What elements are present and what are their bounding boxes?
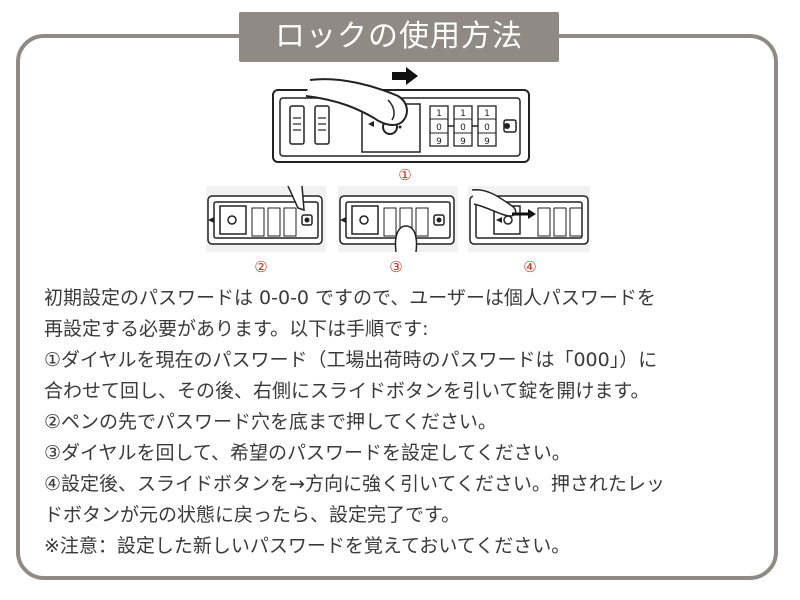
step-label-4: ④ [523,258,537,276]
step-label-3: ③ [389,258,403,276]
svg-text:1: 1 [436,109,442,119]
svg-text:9: 9 [484,137,490,147]
instruction-line: ドボタンが元の状態に戻ったら、設定完了です。 [44,504,461,526]
lock-illustration-step3 [338,186,458,252]
svg-text:0: 0 [484,123,490,133]
lock-illustration-step2 [206,186,326,252]
instructions: 初期設定のパスワードは 0-0-0 ですので、ユーザーは個人パスワードを 再設定… [44,283,764,562]
svg-text:9: 9 [460,137,466,147]
instruction-line: ※注意：設定した新しいパスワードを覚えておいてください。 [44,535,571,557]
svg-text:0: 0 [460,123,466,133]
instruction-line: 初期設定のパスワードは 0-0-0 ですので、ユーザーは個人パスワードを [44,287,656,309]
svg-text:9: 9 [436,137,442,147]
instruction-line: 合わせて回し、その後、右側にスライドボタンを引いて錠を開けます。 [44,380,650,402]
svg-text:1: 1 [484,109,490,119]
lock-illustration-main: 1 1 1 0 0 0 9 9 9 [272,67,530,163]
instruction-line: ①ダイヤルを現在のパスワード（工場出荷時のパスワードは「000」）に [44,349,658,371]
instruction-line: ②ペンの先でパスワード穴を底まで押してください。 [44,411,497,433]
lock-illustration-step4 [468,186,590,252]
instruction-line: 再設定する必要があります。以下は手順です: [44,318,429,340]
step-label-2: ② [254,258,268,276]
svg-text:0: 0 [436,123,442,133]
instruction-line: ④設定後、スライドボタンを→方向に強く引いてください。押されたレッ [44,473,665,495]
svg-text:1: 1 [460,109,466,119]
instruction-line: ③ダイヤルを回して、希望のパスワードを設定してください。 [44,442,571,464]
page-title: ロックの使用方法 [239,12,559,62]
step-label-1: ① [398,166,412,184]
